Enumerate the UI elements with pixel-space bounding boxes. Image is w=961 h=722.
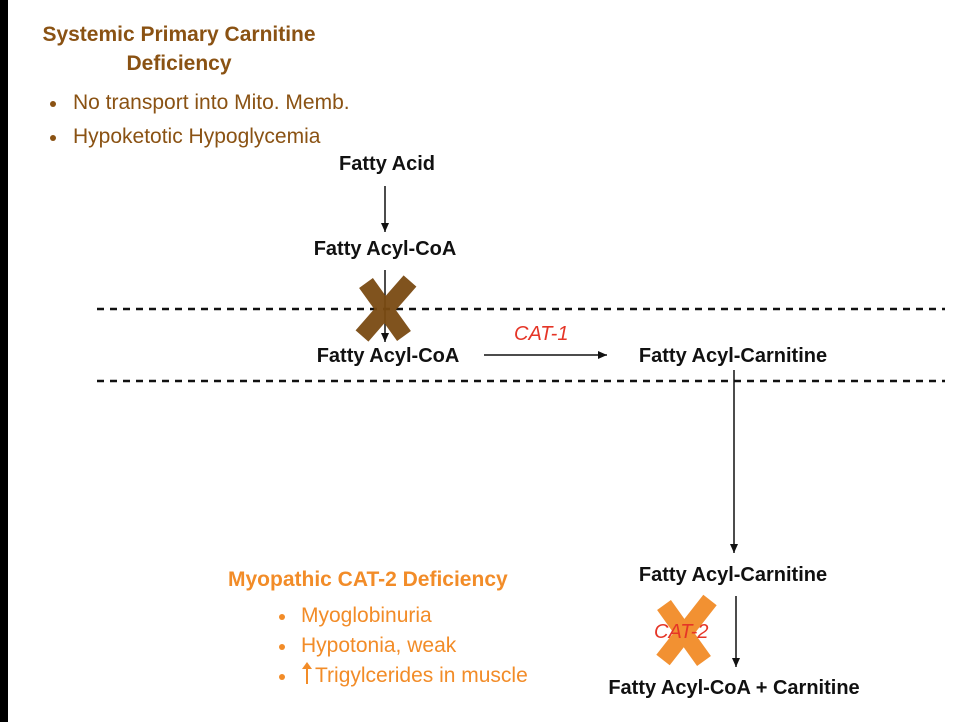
increase-arrow-icon [301,661,313,694]
myopathic-deficiency-title: Myopathic CAT-2 Deficiency [228,568,508,591]
myopathic-bullet-triglycerides-text: Trigylcerides in muscle [315,664,528,687]
enzyme-cat2-label: CAT-2 [654,621,709,643]
systemic-bullet-hypoglycemia: Hypoketotic Hypoglycemia [50,120,350,154]
node-fatty-acyl-coa-cytosol: Fatty Acyl-CoA [313,238,457,260]
node-fatty-acyl-coa-intermembrane: Fatty Acyl-CoA [316,345,460,367]
myopathic-deficiency-list: Myoglobinuria Hypotonia, weak Trigylceri… [279,601,528,694]
systemic-bullet-transport: No transport into Mito. Memb. [50,86,350,120]
cat2-block-x-mark [656,594,717,666]
myopathic-bullet-myoglobinuria: Myoglobinuria [279,601,528,631]
systemic-deficiency-title: Systemic Primary Carnitine Deficiency [42,23,316,75]
node-fatty-acid: Fatty Acid [339,153,435,175]
enzyme-cat1-label: CAT-1 [514,323,569,345]
systemic-block-x-mark [355,275,417,342]
left-edge-bar [0,0,8,722]
node-fatty-acyl-carnitine: Fatty Acyl-Carnitine [638,345,828,367]
myopathic-bullet-triglycerides: Trigylcerides in muscle [279,661,528,694]
systemic-deficiency-list: No transport into Mito. Memb. Hypoketoti… [50,86,350,154]
myopathic-bullet-hypotonia: Hypotonia, weak [279,631,528,661]
node-fatty-acyl-carnitine-matrix: Fatty Acyl-Carnitine [638,564,828,586]
node-fatty-acyl-coa-plus-carnitine: Fatty Acyl-CoA + Carnitine [608,677,860,699]
